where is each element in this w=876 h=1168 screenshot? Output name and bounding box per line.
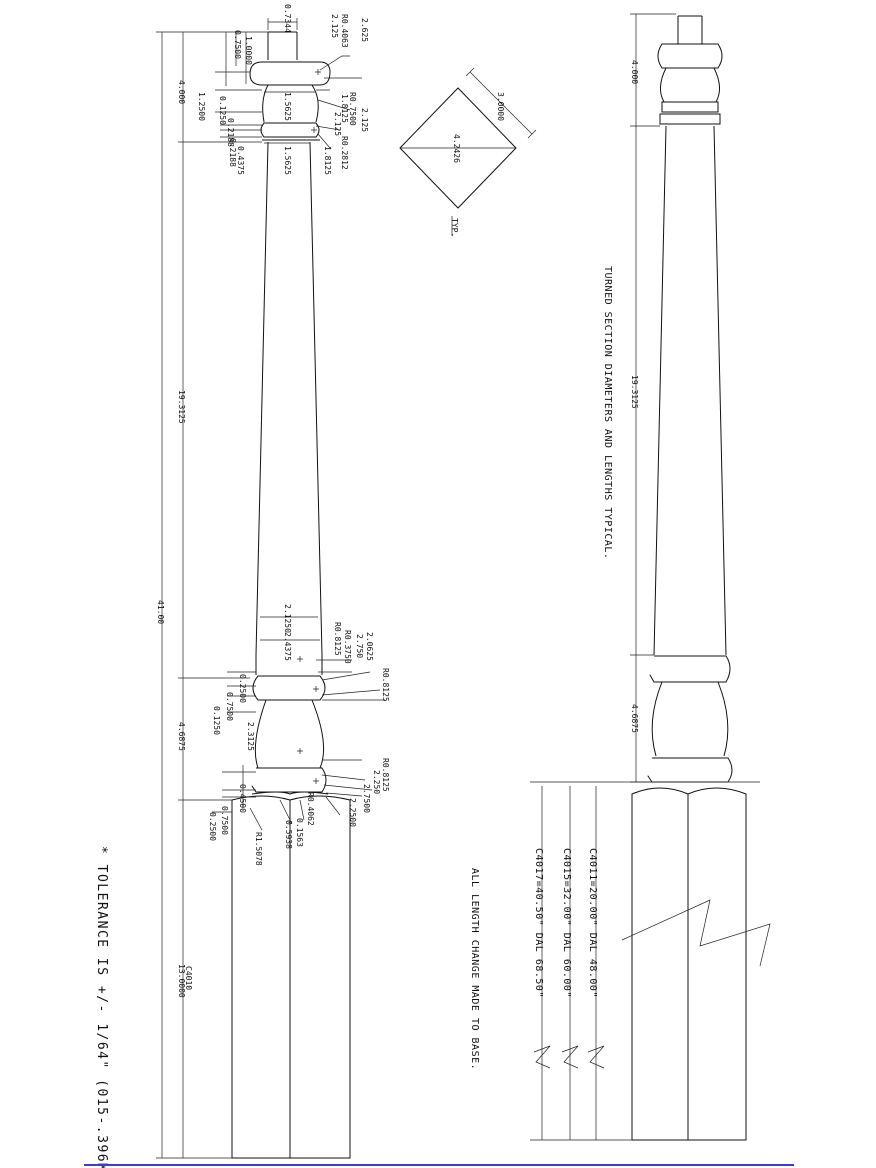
left-post-outline bbox=[231, 31, 351, 1159]
dim-2-1250: 2.1250 bbox=[283, 604, 292, 633]
right-post-outline bbox=[631, 15, 747, 1141]
dim-2-0625: 2.0625 bbox=[365, 632, 374, 661]
left-dimension-lines bbox=[156, 18, 320, 1159]
dim-2-125-b: 2.125 bbox=[360, 108, 369, 132]
dim-2-750: 2.750 bbox=[355, 634, 364, 658]
dim-0-5938: 0.5938 bbox=[284, 820, 293, 849]
tolerance-note: * TOLERANCE IS +/- 1/64" (015-.396MM) bbox=[94, 846, 109, 1168]
dim-1-8125-b: 1.8125 bbox=[323, 146, 332, 175]
dim-0-7500-b: 0.7500 bbox=[220, 806, 229, 835]
bottom-rule bbox=[84, 1164, 794, 1166]
cap-dia-2: 2.625 bbox=[360, 18, 369, 42]
dim-0-2188-a: 0.2188 bbox=[226, 118, 235, 147]
dim-0-4375: 0.4375 bbox=[236, 146, 245, 175]
right-break-lines bbox=[621, 899, 771, 967]
variant-c4017: C4017=40.50" DAL 68.50" bbox=[533, 848, 544, 998]
dim-1-0000: 1.0000 bbox=[244, 36, 253, 65]
dim-0-7500-top: 0.7500 bbox=[233, 30, 242, 59]
radius-0-8125-b: R0.8125 bbox=[381, 668, 390, 702]
dim-0-1563: 0.1563 bbox=[295, 818, 304, 847]
bottom-section-length: 4.6875 bbox=[177, 722, 186, 751]
note-turned-section: TURNED SECTION DIAMETERS AND LENGTHS TYP… bbox=[602, 266, 613, 559]
cap-dia-1: 2.125 bbox=[330, 14, 339, 38]
dim-0-2500-a: 0.2500 bbox=[238, 674, 247, 703]
dim-1-8125-a: 1.8125 bbox=[340, 94, 349, 123]
radius-0-7500: R0.7500 bbox=[348, 92, 357, 126]
dim-0-2500-b: 0.2500 bbox=[208, 812, 217, 841]
dim-0-2188-b: 0.2188 bbox=[228, 138, 237, 167]
pin-diameter: 0.7344 bbox=[283, 4, 292, 33]
square-section bbox=[399, 67, 537, 236]
dim-1-2500: 1.2500 bbox=[197, 92, 206, 121]
dim-2-2500: 2.2500 bbox=[348, 798, 357, 827]
dim-2-3125: 2.3125 bbox=[246, 722, 255, 751]
left-labels: 41.00 4.000 19.3125 4.6875 C4010 13.0000… bbox=[156, 4, 390, 998]
dim-0-4500: 0.4500 bbox=[238, 784, 247, 813]
center-marks bbox=[297, 69, 321, 784]
radius-0-4062: R0.4062 bbox=[306, 792, 315, 826]
dim-2-4375: 2.4375 bbox=[283, 632, 292, 661]
cap-radius: R0.4063 bbox=[340, 14, 349, 48]
radius-1-5078: R1.5078 bbox=[254, 832, 263, 866]
dim-2-250: 2.250 bbox=[372, 770, 381, 794]
dim-2-7500: 2.7500 bbox=[362, 784, 371, 813]
base-code: C4010 bbox=[184, 966, 193, 990]
variant-c4011: C4011=20.00" DAL 48.00" bbox=[587, 848, 598, 998]
square-diagonal: 4.2426 bbox=[452, 134, 461, 163]
left-leaders bbox=[249, 55, 385, 831]
overall-length: 41.00 bbox=[156, 600, 165, 624]
radius-0-8125-a: R0.8125 bbox=[333, 622, 342, 656]
right-shaft-length: 19.3125 bbox=[630, 375, 639, 409]
note-length-change: ALL LENGTH CHANGE MADE TO BASE. bbox=[469, 868, 480, 1070]
typical-note: TYP. bbox=[450, 218, 459, 237]
square-side: 3.0000 bbox=[496, 92, 505, 121]
dim-0-1250-top: 0.1250 bbox=[218, 96, 227, 125]
dim-1-5625-a: 1.5625 bbox=[283, 92, 292, 121]
right-dimension-lines bbox=[530, 13, 760, 1141]
radius-0-8125-c: R0.8125 bbox=[381, 758, 390, 792]
dim-2-125-c: 2.125 bbox=[333, 112, 342, 136]
length-break-marks bbox=[533, 1045, 605, 1069]
top-section-length: 4.000 bbox=[177, 80, 186, 104]
shaft-length: 19.3125 bbox=[177, 390, 186, 424]
dim-0-7500-a: 0.7500 bbox=[225, 692, 234, 721]
right-top-length: 4.000 bbox=[630, 60, 639, 84]
dim-1-5625-b: 1.5625 bbox=[283, 146, 292, 175]
variant-c4015: C4015=32.00" DAL 60.00" bbox=[561, 848, 572, 998]
dim-0-1250-bottom: 0.1250 bbox=[212, 706, 221, 735]
radius-0-2812: R0.2812 bbox=[340, 136, 349, 170]
right-bottom-length: 4.6875 bbox=[630, 704, 639, 733]
radius-0-3750: R0.3750 bbox=[343, 630, 352, 664]
base-length: 13.0000 bbox=[177, 964, 186, 998]
